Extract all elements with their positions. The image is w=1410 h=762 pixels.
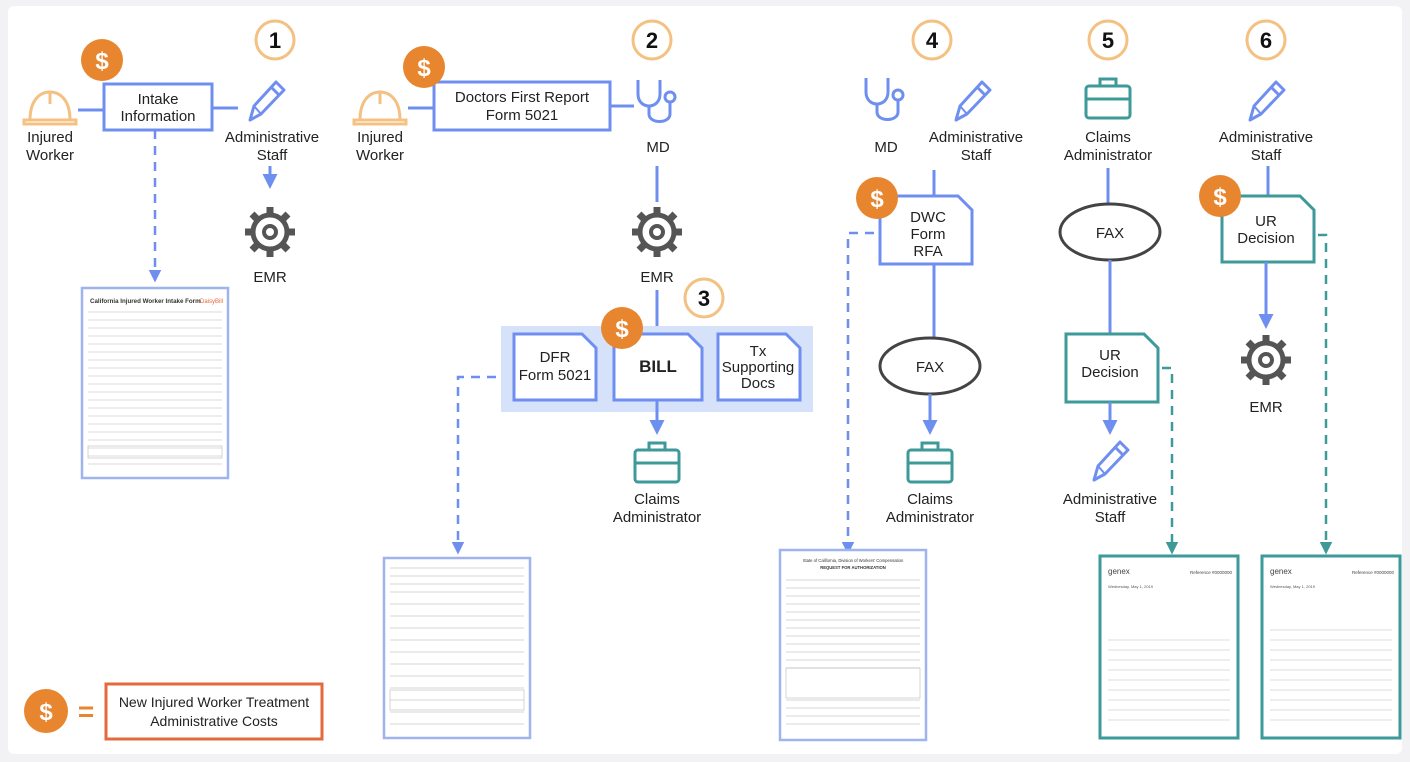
ur-decision-document [1064, 332, 1160, 404]
cost-dollar-badge: $ [1199, 175, 1241, 217]
cost-dollar-badge: $ [81, 39, 123, 81]
letter-number-5: Reference #0000000 [1190, 570, 1233, 575]
svg-text:$: $ [615, 316, 629, 343]
step-5-number: 5 [1102, 28, 1114, 53]
intake-form-thumbnail: California Injured Worker Intake Form Da… [80, 286, 230, 480]
bill-doc-label: BILL [639, 357, 677, 376]
md-label-2: MD [646, 139, 669, 156]
emr-label-2: EMR [640, 269, 674, 286]
ur-doc-6-line1: UR [1255, 213, 1277, 230]
fax-label-4: FAX [916, 359, 944, 376]
step-1-marker: 1 [254, 19, 296, 61]
dashed-arrow [1162, 366, 1179, 555]
emr-label-1: EMR [253, 269, 287, 286]
legend: $ = New Injured Worker Treatment Adminis… [24, 682, 324, 741]
ur-doc-5-line1: UR [1099, 347, 1121, 364]
dashed-arrow [841, 231, 874, 555]
ur-doc-5-line2: Decision [1081, 364, 1139, 381]
letter-number-6: Reference #0000000 [1352, 570, 1395, 575]
tx-doc-line3: Docs [741, 375, 775, 392]
injured-worker-label-1a: Injured [27, 129, 73, 146]
bill-document [612, 332, 704, 402]
ur-decision-document [1220, 194, 1316, 264]
md-label-4: MD [874, 139, 897, 156]
step-6-marker: 6 [1245, 19, 1287, 61]
dwc-form-rfa-document [878, 194, 974, 266]
intake-box-line1: Intake [138, 91, 179, 108]
injured-worker-label-2b: Worker [356, 147, 404, 164]
letter-brand-6: genex [1270, 567, 1292, 576]
doctors-first-report-box [432, 80, 612, 132]
dashed-arrow [1318, 233, 1333, 555]
admin-staff-label-1a: Administrative [225, 129, 319, 146]
claims-admin-label-4a: Claims [907, 491, 953, 508]
step-3-marker: 3 [683, 277, 725, 319]
tx-supporting-docs-document [716, 332, 802, 402]
svg-text:$: $ [1213, 184, 1227, 211]
legend-equals-sign: = [78, 696, 94, 727]
step-2-marker: 2 [631, 19, 673, 61]
letter-date-6: Wednesday, May 1, 2019 [1270, 584, 1316, 589]
svg-text:$: $ [417, 55, 431, 82]
ur-doc-6-line2: Decision [1237, 230, 1295, 247]
legend-line2: Administrative Costs [150, 713, 278, 729]
legend-dollar-badge [24, 689, 68, 733]
dfr-box-line1: Doctors First Report [455, 89, 590, 106]
admin-staff-label-5a: Administrative [1063, 491, 1157, 508]
legend-dollar-symbol: $ [39, 699, 53, 726]
claims-admin-label-2b: Administrator [613, 509, 701, 526]
intake-form-brand: DaisyBill [200, 299, 223, 305]
emr-label-6: EMR [1249, 399, 1283, 416]
cost-dollar-badge: $ [403, 46, 445, 88]
admin-staff-label-5b: Staff [1095, 509, 1126, 526]
admin-staff-label-4b: Staff [961, 147, 992, 164]
step-3-number: 3 [698, 286, 710, 311]
rfa-doc-line3: RFA [913, 243, 942, 260]
claims-admin-label-5b: Administrator [1064, 147, 1152, 164]
intake-form-title: California Injured Worker Intake Form [90, 298, 201, 305]
tx-doc-line2: Supporting [722, 359, 795, 376]
legend-line1: New Injured Worker Treatment [119, 694, 309, 710]
step-4-number: 4 [926, 28, 939, 53]
step-2-number: 2 [646, 28, 658, 53]
tx-doc-line1: Tx [750, 343, 767, 360]
admin-staff-label-6a: Administrative [1219, 129, 1313, 146]
svg-text:$: $ [870, 186, 884, 213]
cost-dollar-badge: $ [856, 177, 898, 219]
claims-admin-label-5a: Claims [1085, 129, 1131, 146]
admin-staff-label-4a: Administrative [929, 129, 1023, 146]
rfa-form-thumbnail: State of California, Division of Workers… [778, 548, 928, 742]
admin-staff-label-6b: Staff [1251, 147, 1282, 164]
letter-date-5: Wednesday, May 1, 2019 [1108, 584, 1154, 589]
letter-brand-5: genex [1108, 567, 1130, 576]
injured-worker-label-2a: Injured [357, 129, 403, 146]
dashed-arrow [451, 375, 496, 555]
rfa-doc-line1: DWC [910, 209, 946, 226]
dfr-form-thumbnail [382, 556, 532, 740]
ur-letter-thumbnail-5: genex Reference #0000000 Wednesday, May … [1098, 554, 1240, 740]
dfr-document [512, 332, 598, 402]
fax-label-5: FAX [1096, 225, 1124, 242]
dfr-doc-line1: DFR [540, 349, 571, 366]
rfa-thumb-subtitle: REQUEST FOR AUTHORIZATION [820, 565, 886, 570]
step-4-marker: 4 [911, 19, 953, 61]
cost-dollar-badge: $ [601, 307, 643, 349]
claims-admin-label-2a: Claims [634, 491, 680, 508]
legend-box [104, 682, 324, 741]
claims-admin-label-4b: Administrator [886, 509, 974, 526]
intake-box-line2: Information [120, 108, 195, 125]
step-5-marker: 5 [1087, 19, 1129, 61]
dfr-box-line2: Form 5021 [486, 107, 559, 124]
dfr-doc-line2: Form 5021 [519, 367, 592, 384]
step-6-number: 6 [1260, 28, 1272, 53]
step-1-number: 1 [269, 28, 281, 53]
rfa-thumb-title: State of California, Division of Workers… [803, 558, 904, 563]
admin-staff-label-1b: Staff [257, 147, 288, 164]
svg-text:$: $ [95, 48, 109, 75]
injured-worker-label-1b: Worker [26, 147, 74, 164]
rfa-doc-line2: Form [911, 226, 946, 243]
ur-letter-thumbnail-6: genex Reference #0000000 Wednesday, May … [1260, 554, 1402, 740]
